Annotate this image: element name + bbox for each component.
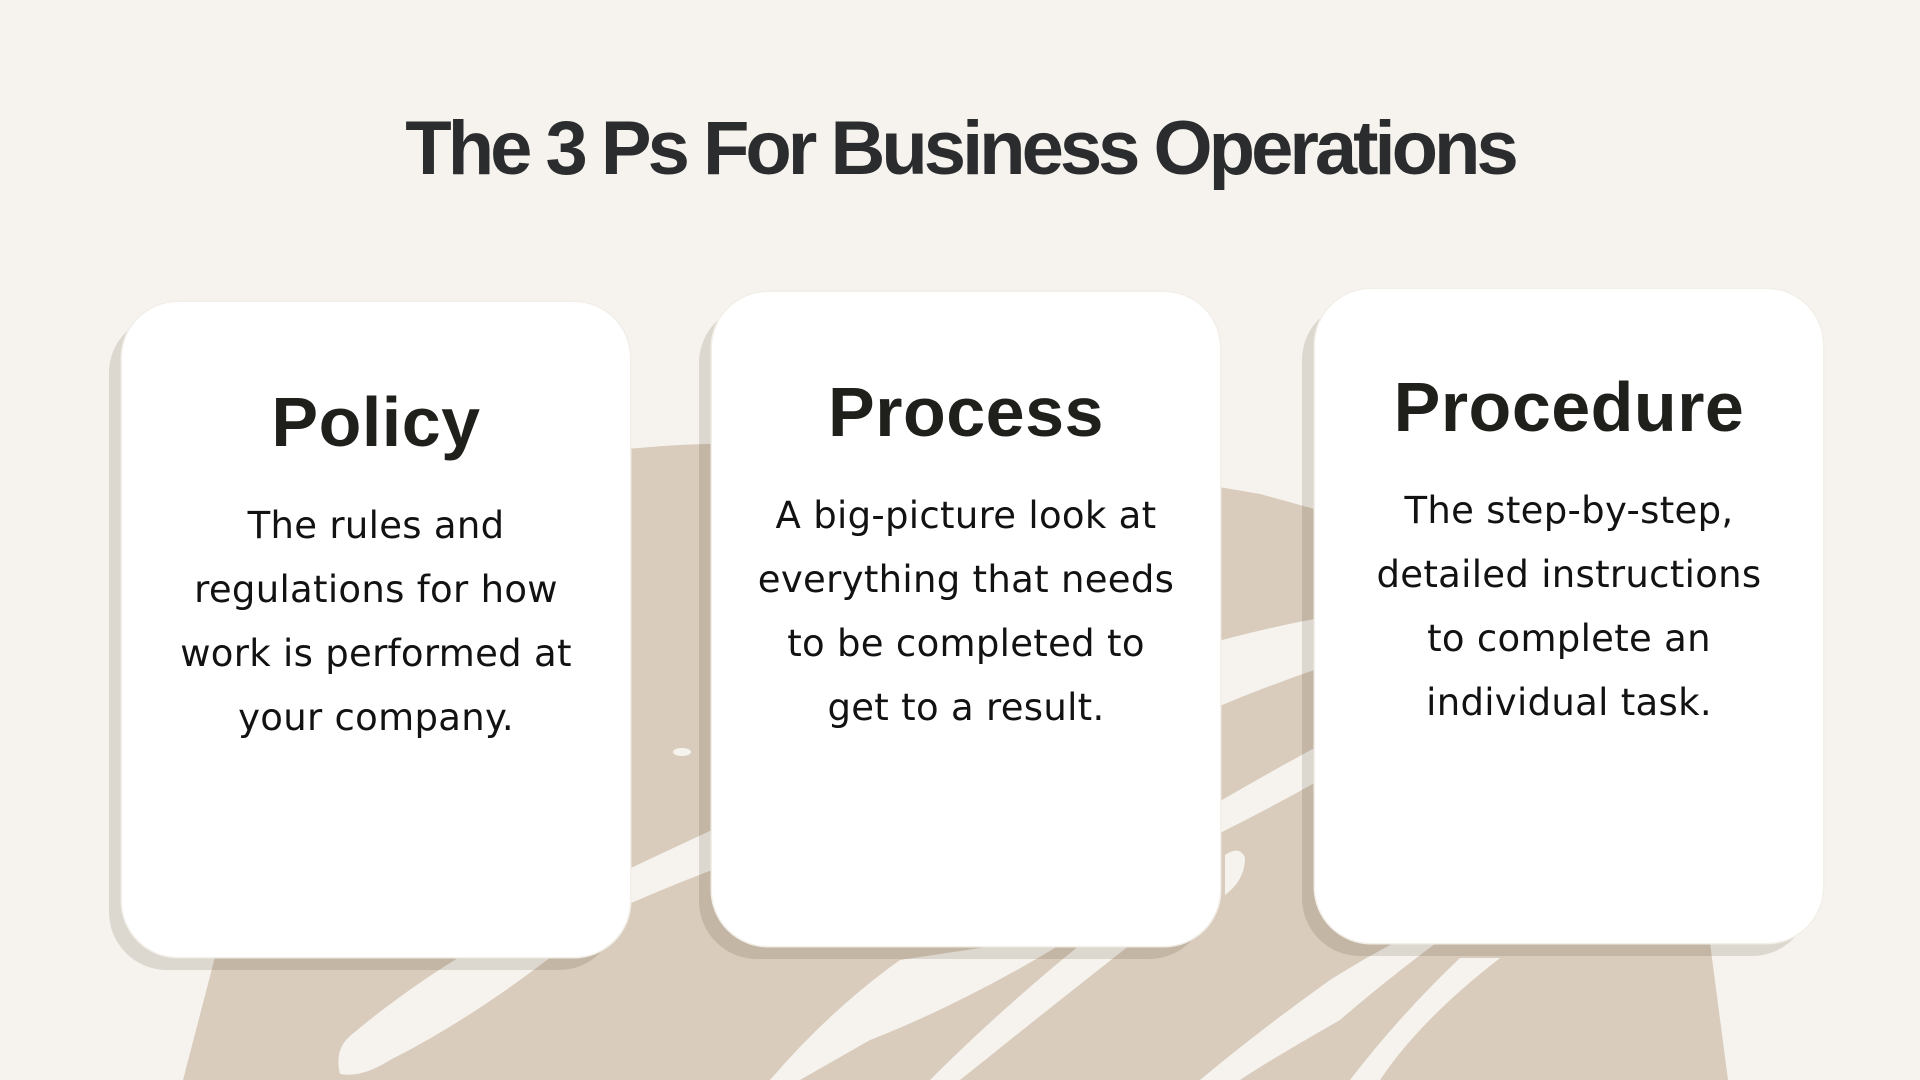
description-line: work is performed at [180,632,572,675]
streak-3 [1225,850,1245,895]
card-description: The step-by-step, detailed instructions … [1335,479,1803,735]
description-line: detailed instructions [1376,553,1762,596]
streak-7 [1200,940,1440,1080]
description-line: everything that needs [757,558,1175,601]
card-process: Process A big-picture look at everything… [699,292,1220,959]
card-procedure: Procedure The step-by-step, detailed ins… [1302,289,1823,956]
card-policy: Policy The rules and regulations for how… [109,302,630,970]
streak-dot [673,748,691,756]
description-line: The step-by-step, [1404,489,1734,532]
streak-6 [930,945,1130,1080]
card-description: A big-picture look at everything that ne… [732,484,1200,740]
description-line: to complete an [1427,617,1711,660]
description-line: The rules and [247,504,505,547]
description-line: regulations for how [194,568,558,611]
description-line: your company. [238,696,514,739]
description-line: get to a result. [827,686,1105,729]
slide-title: The 3 Ps For Business Operations [405,106,1518,191]
card-body-panel: Procedure The step-by-step, detailed ins… [1315,289,1823,943]
card-heading: Procedure [1393,368,1745,446]
card-heading: Policy [271,383,481,461]
card-description: The rules and regulations for how work i… [142,494,610,750]
streak-8 [1350,958,1500,1080]
description-line: individual task. [1426,681,1712,724]
card-body-panel: Process A big-picture look at everything… [712,292,1220,946]
card-heading: Process [828,373,1104,451]
card-body-panel: Policy The rules and regulations for how… [122,302,630,957]
description-line: A big-picture look at [775,494,1157,537]
streak-5 [770,945,1060,1080]
description-line: to be completed to [787,622,1145,665]
